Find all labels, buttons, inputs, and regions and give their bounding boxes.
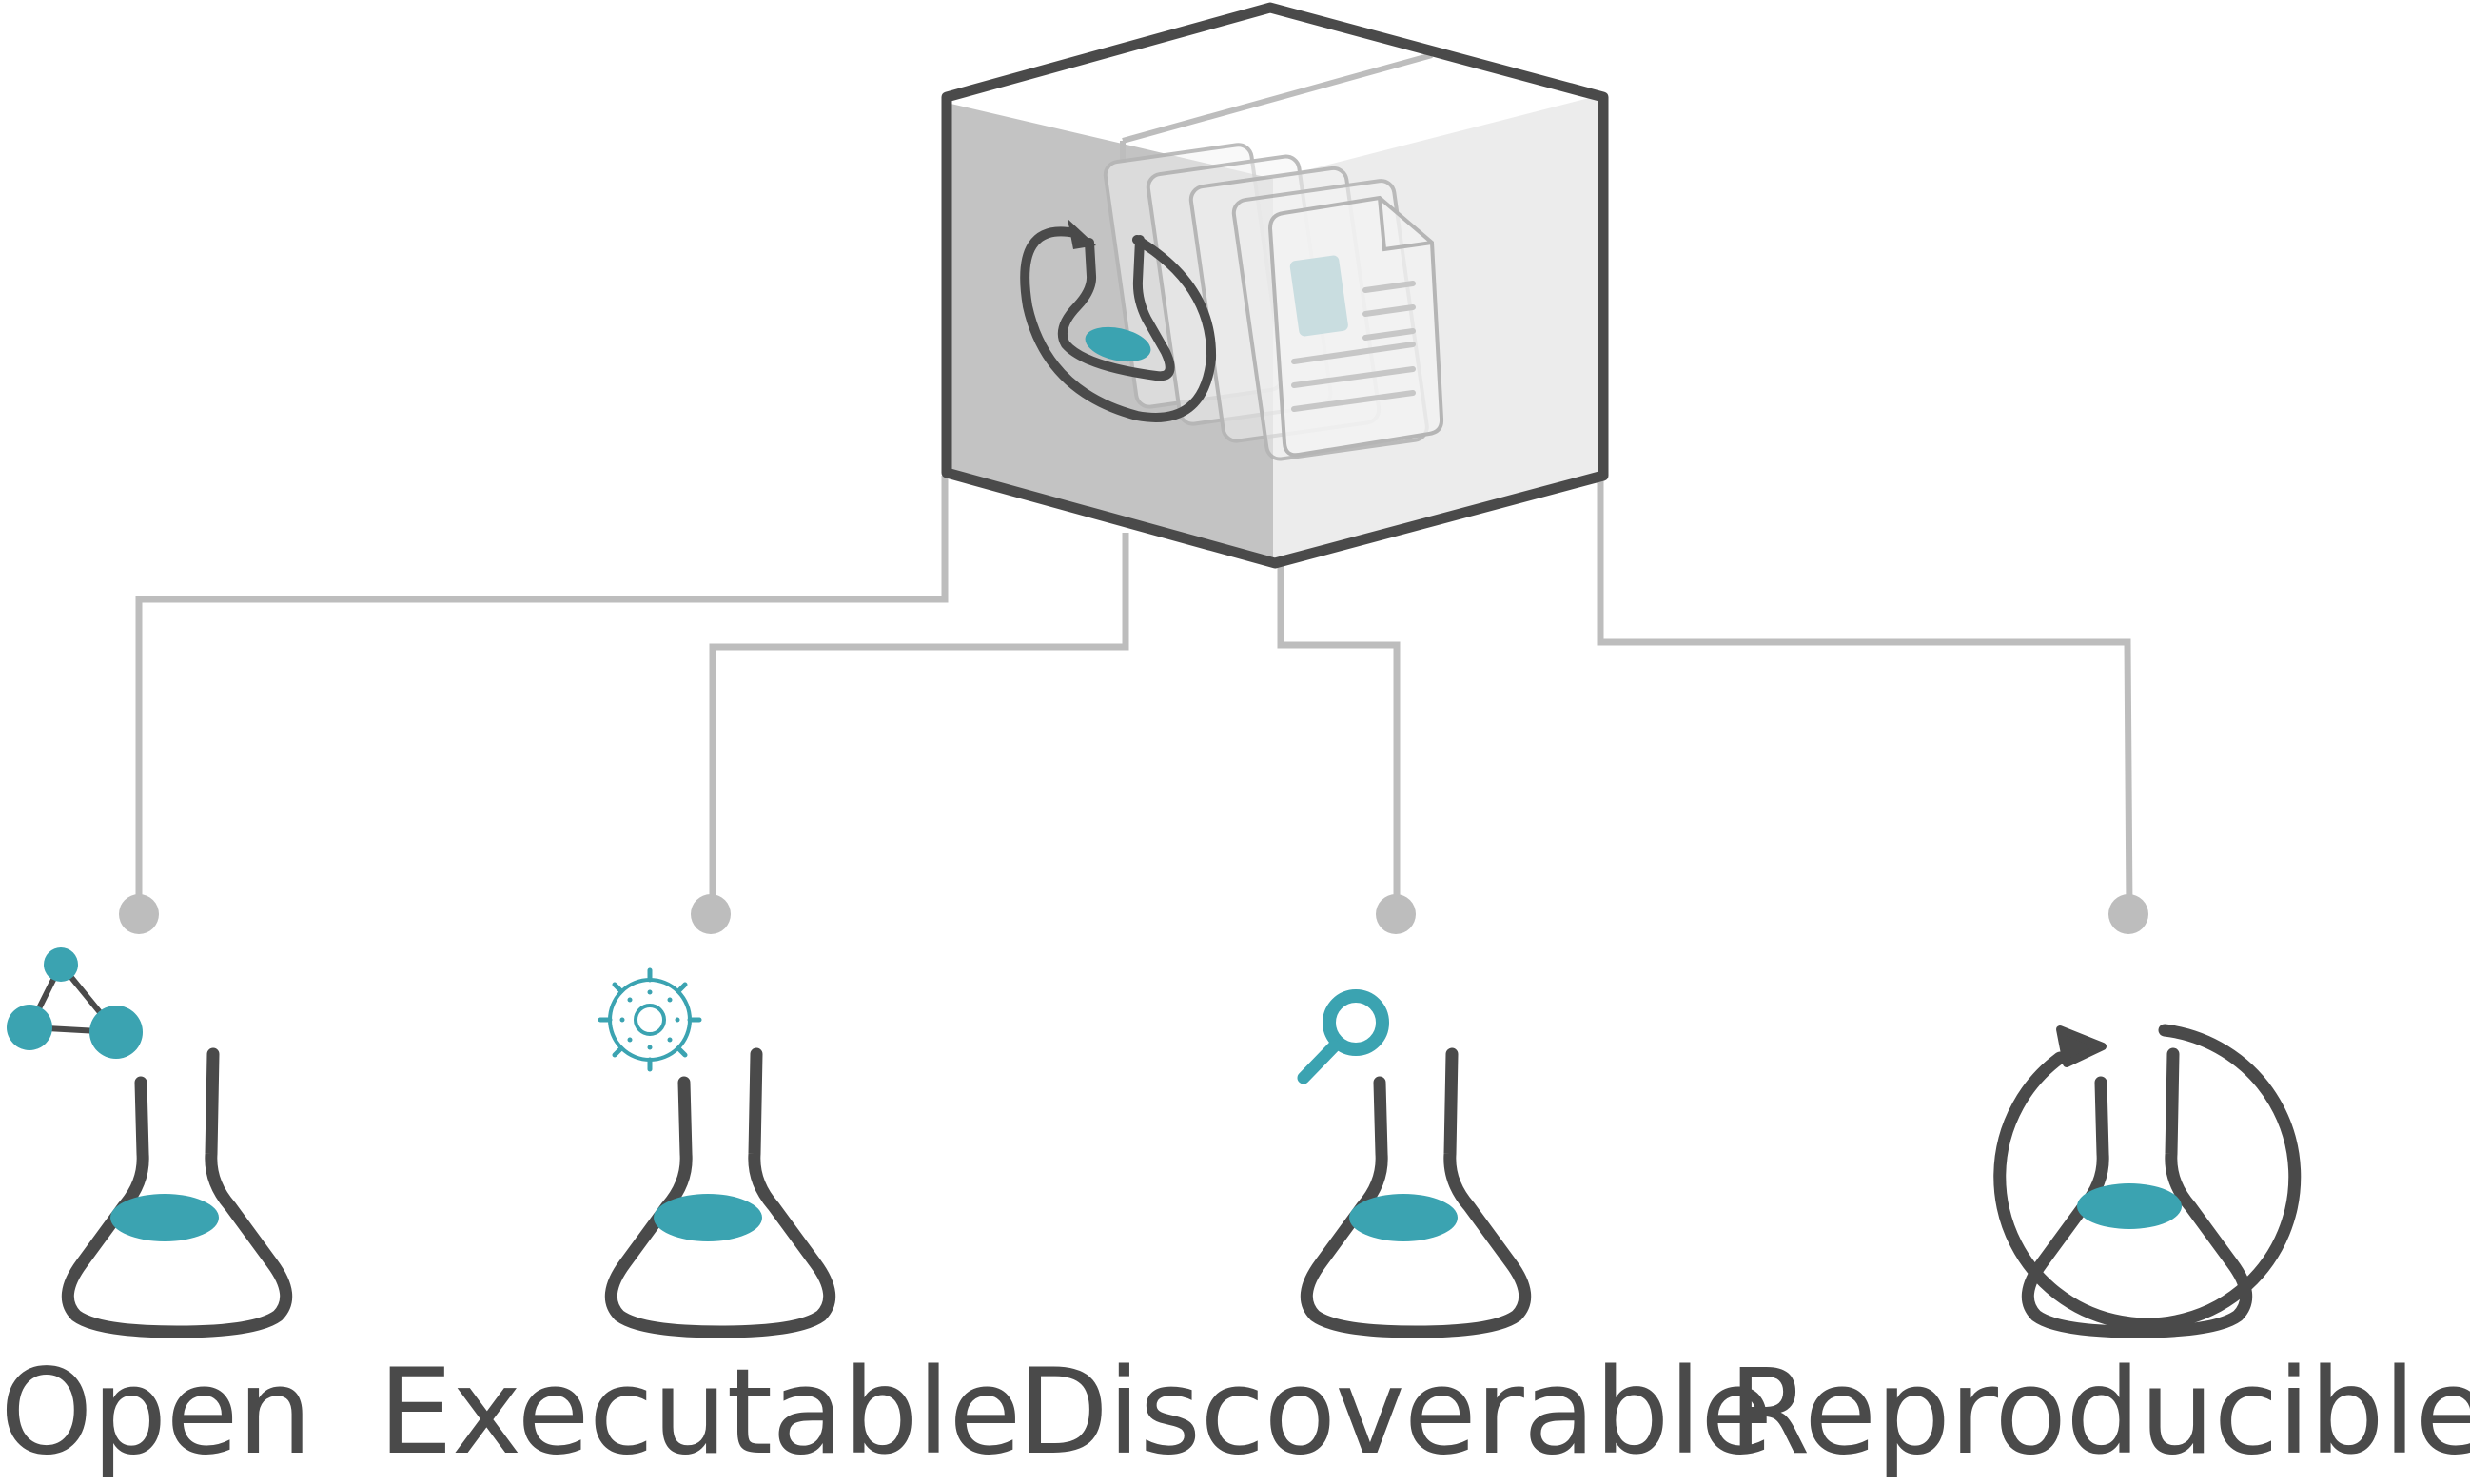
dot-reproducible — [2108, 894, 2148, 934]
gear-icon — [598, 967, 702, 1072]
package-cube-icon — [941, 2, 1609, 569]
dot-discoverable — [1376, 894, 1416, 934]
connectors — [135, 476, 2133, 912]
label-discoverable: Discoverable — [1017, 1344, 1774, 1481]
connector-open — [135, 476, 949, 911]
front-document-icon — [1267, 195, 1444, 458]
label-reproducible: Reproducible — [1728, 1344, 2470, 1481]
reproducible-icon — [1993, 1024, 2302, 1332]
network-nodes-icon — [7, 947, 143, 1059]
label-open: Open — [0, 1344, 312, 1481]
magnifier-icon — [1297, 989, 1389, 1084]
executable-icon — [598, 967, 830, 1332]
dot-open — [119, 894, 159, 934]
circular-arrow-icon — [1993, 1024, 2302, 1331]
connector-dots — [119, 894, 2148, 934]
arrow-head-icon — [2056, 1025, 2107, 1067]
connector-reproducible — [1597, 476, 2133, 912]
flask-icon — [68, 1054, 285, 1332]
connector-executable — [709, 533, 1129, 911]
flask-icon — [2028, 1054, 2245, 1332]
flask-icon — [1306, 1054, 1524, 1332]
open-icon — [7, 947, 286, 1332]
discoverable-icon — [1297, 989, 1525, 1332]
dot-executable — [691, 894, 731, 934]
flask-icon — [611, 1054, 829, 1332]
cube-reproducible-logo-icon — [1020, 219, 1217, 422]
connector-discoverable — [1277, 556, 1401, 911]
label-executable: Executable — [378, 1344, 1021, 1481]
